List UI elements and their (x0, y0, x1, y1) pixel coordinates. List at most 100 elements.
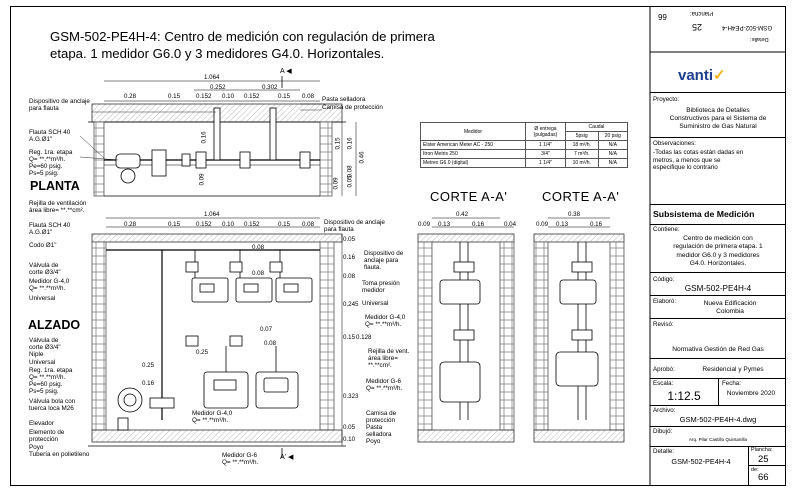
table-cell: N/A (597, 149, 629, 159)
alzado-label-reg: Reg. 1ra. etapa Q= **.**m³/h. Pe=60 psig… (29, 367, 73, 395)
alzado-dim-row-0: 0.28 (124, 221, 137, 228)
alzado-label-rejilla: Rejilla de vent. área libre= **.**cm². (368, 348, 410, 369)
alzado-label-niple: Niple (29, 351, 44, 358)
alzado-dim-inner-1: 0.08 (252, 270, 265, 277)
alzado-dim-row-5: 0.15 (278, 221, 291, 228)
meter-table-header-medidor: Medidor (420, 122, 526, 141)
corte-2-caption: CORTE A-A' (542, 189, 620, 204)
meter-table-header-entrega: Ø entrega (pulgadas) (525, 122, 566, 141)
escala-label: Escala: (653, 380, 674, 387)
table-cell: Itron Metris 250 (420, 149, 526, 159)
norma-value: Normativa Gestión de Red Gas (672, 346, 764, 353)
section-marker-bottom: A' ◀ (280, 454, 294, 461)
alzado-label-universal: Universal (29, 295, 56, 302)
alzado-label-tuberia: Tubería en polietileno (29, 451, 90, 458)
alzado-label-dispositivo2: Dispositivo de anclaje para flauta. (364, 250, 404, 271)
alzado-dim-total: 1.064 (204, 211, 220, 218)
alzado-label-elemento: Elemento de protección (29, 429, 65, 443)
meter-table-sub-5: 5psig (564, 131, 599, 141)
archivo-value: GSM-502-PE4H-4.dwg (679, 415, 757, 424)
fecha-value: Noviembre 2020 (726, 390, 776, 397)
planta-label-flauta: Flauta SCH 40 A.G.Ø1" (29, 129, 71, 143)
planta-dim-row-5: 0.15 (278, 93, 291, 100)
alzado-dim-inner-2: 0.07 (260, 326, 273, 333)
table-cell: N/A (597, 140, 629, 150)
alzado-dim-v-1: 0.16 (343, 254, 356, 261)
planta-dim-total: 1.064 (204, 74, 220, 81)
table-cell: 10 m³/h. (564, 158, 599, 168)
drawing-title: GSM-502-PE4H-4: Centro de medición con r… (50, 29, 435, 61)
plancha-value: 25 (758, 454, 769, 465)
planta-dim-row-4: 0.152 (244, 93, 260, 100)
codigo-value: GSM-502-PE4H-4 (684, 284, 752, 293)
elaboro-value: Nueva Edificación Colombia (703, 300, 757, 315)
corte2-dim-total: 0.38 (568, 211, 581, 218)
divider (748, 465, 786, 466)
table-row: Itron Metris 250 3/4" 7 m³/h. N/A (420, 149, 629, 159)
codigo-label: Código: (653, 276, 675, 283)
dibujo-value: Arq. Pilar Castillo Quintanilla (688, 437, 748, 442)
alzado-label-toma: Toma presión medidor (362, 280, 400, 294)
proyecto-label: Proyecto: (653, 96, 680, 103)
alzado-dim-inner-3: 0.08 (264, 340, 277, 347)
planta-dim-v1: 0.16 (200, 131, 208, 144)
rotated-detalle-label: Detalle: (750, 36, 769, 42)
planta-dim-row-6: 0.08 (302, 93, 315, 100)
alzado-dim-inner-0: 0.08 (252, 244, 265, 251)
meter-table-sub-20: 20 psig (597, 131, 629, 141)
alzado-dim-v-3: 0.245 (343, 301, 359, 308)
alzado-label-medidor-g6r: Medidor G-6 Q= **.**m³/h. (366, 378, 403, 392)
alzado-label-universal-r: Universal (362, 300, 389, 307)
alzado-dim-inner-5: 0.16 (142, 380, 155, 387)
table-cell: Elster American Meter AC - 250 (420, 140, 526, 150)
meter-table: Medidor Ø entrega (pulgadas) Caudal 5psi… (420, 122, 629, 168)
corte1-dim-total: 0.42 (456, 211, 469, 218)
alzado-label-medidor-g4: Medidor G-4,0 Q= **.**m³/h. (29, 278, 70, 292)
fecha-label: Fecha: (722, 380, 741, 387)
planta-dim-d2: 0.302 (262, 84, 278, 91)
alzado-dim-row-1: 0.15 (168, 221, 181, 228)
meter-table-header-caudal: Caudal (564, 122, 629, 132)
rotated-plancha-label: Plancha: (690, 10, 714, 16)
alzado-label-flauta: Flauta SCH 40 A.G.Ø1" (29, 222, 71, 236)
planta-label-dispositivo: Dispositivo de anclaje para flauta (29, 98, 90, 112)
planta-label-reg: Reg. 1ra. etapa Q= **.**m³/h. Pe=60 psig… (29, 149, 73, 177)
alzado-dim-v-6: 0.323 (343, 393, 359, 400)
alzado-dim-row-6: 0.08 (302, 221, 315, 228)
planta-dim-row-2: 0.152 (196, 93, 212, 100)
corte1-dim-1: 0.13 (438, 221, 451, 228)
archivo-label: Archivo: (653, 407, 676, 414)
alzado-label-valvula34: Válvula de corte Ø3/4" (29, 262, 61, 276)
table-row: Metrex G6.0 (digital) 1 1/4" 10 m³/h. N/… (420, 158, 629, 168)
observaciones-label: Observaciones: (653, 140, 696, 147)
rotated-plancha-value: 25 (692, 22, 703, 32)
alzado-dim-inner-6: 0.25 (196, 349, 209, 356)
detalle-value: GSM-502-PE4H-4 (671, 457, 731, 466)
title-block: 66 Plancha: 25 GSM-502-PE4H-4 Detalle: v… (650, 6, 786, 486)
total-label: de: (751, 467, 759, 473)
plancha-label: Plancha: (751, 447, 773, 453)
elaboro-label: Elaboró: (653, 298, 677, 305)
corte1-dim-3: 0.04 (504, 221, 517, 228)
corte-1-caption: CORTE A-A' (430, 189, 508, 204)
table-cell: 3/4" (525, 149, 566, 159)
alzado-dim-v-2: 0.08 (343, 273, 356, 280)
alzado-dim-inner-4: 0.25 (142, 362, 155, 369)
subsistema: Subsistema de Medición (653, 209, 755, 219)
alzado-label-elevador: Elevador (29, 420, 54, 427)
planta-dim-v8: 0.09 (332, 177, 340, 190)
table-cell: 1 1/4" (525, 158, 566, 168)
table-cell: Metrex G6.0 (digital) (420, 158, 526, 168)
planta-dim-row-1: 0.15 (168, 93, 181, 100)
divider (718, 378, 719, 405)
rotated-detalle: GSM-502-PE4H-4 (722, 24, 773, 31)
alzado-label-camisa: Camisa de protección (366, 410, 397, 424)
table-cell: 18 m³/h. (564, 140, 599, 150)
rotated-total: 66 (658, 12, 667, 21)
corte1-dim-2: 0.16 (472, 221, 485, 228)
alzado-dim-v-7: 0.05 (343, 424, 356, 431)
total-value: 66 (758, 472, 769, 483)
table-cell: 1 1/4" (525, 140, 566, 150)
alzado-dim-v-0: 0.05 (343, 236, 356, 243)
